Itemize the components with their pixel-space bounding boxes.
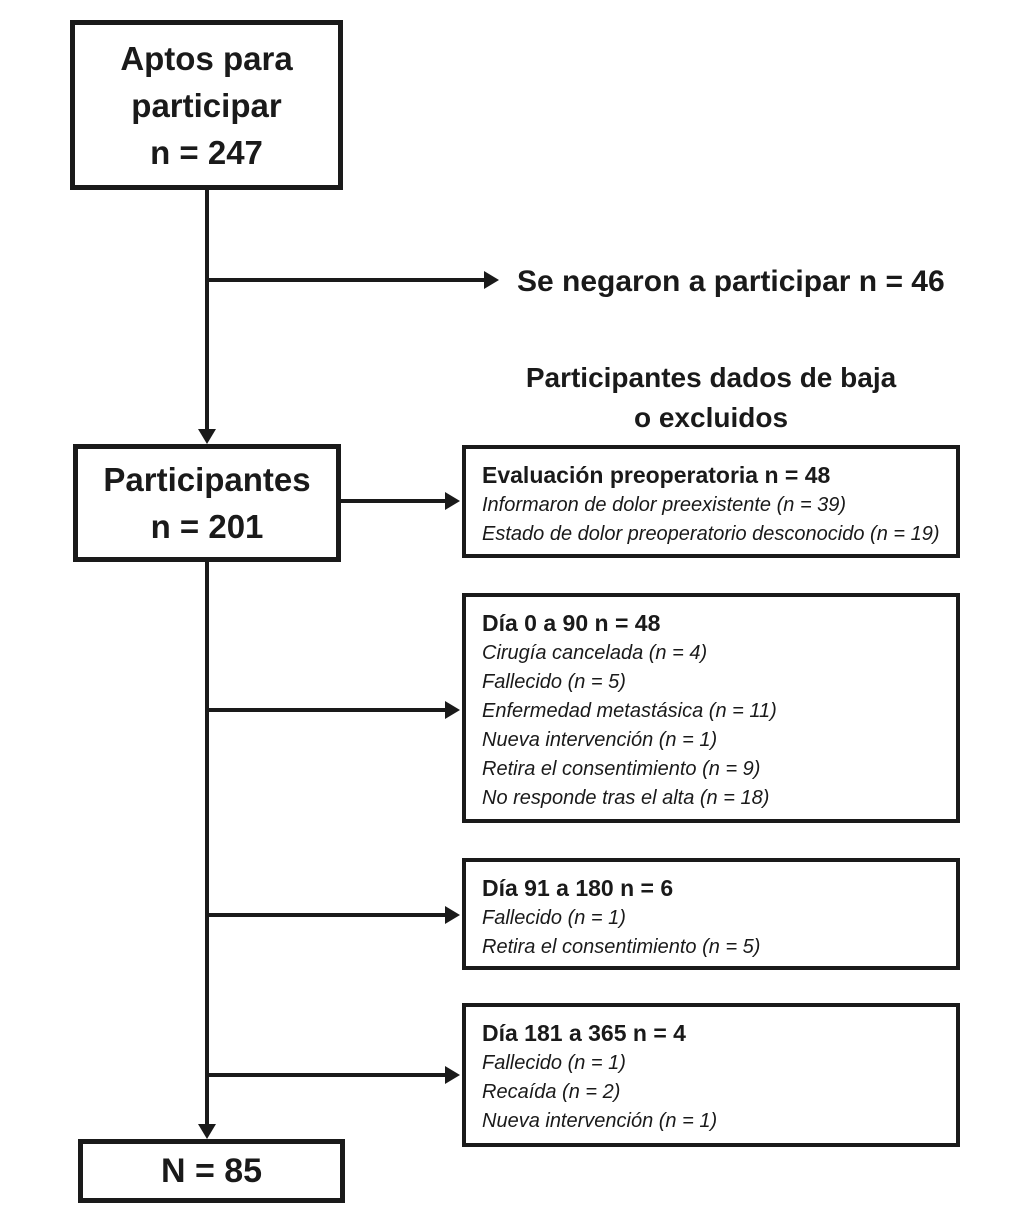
dropout-heading-line-2: o excluidos [633, 402, 789, 433]
eligible-line-2: participar [131, 86, 282, 124]
connector-participants-to-final [205, 562, 209, 1125]
participants-line-1: Participantes [103, 461, 311, 498]
final-count: N = 85 [160, 1151, 263, 1190]
dropout-box-day91-180-reason: Retira el consentimiento (n = 5) [482, 936, 761, 958]
dropout-box-day91-180-title: Día 91 a 180 n = 6 [482, 875, 674, 901]
dropout-heading-line-1: Participantes dados de baja [525, 362, 897, 393]
dropout-box-day91-180-reason: Fallecido (n = 1) [482, 907, 626, 929]
dropout-box-day0-90-reason: Retira el consentimiento (n = 9) [482, 758, 761, 780]
dropout-box-day0-90-reason: Fallecido (n = 5) [482, 671, 626, 693]
connector-refusal [207, 278, 485, 282]
dropout-heading: Participantes dados de baja o excluidos [462, 358, 960, 438]
dropout-box-day0-90-reason: Enfermedad metastásica (n = 11) [482, 700, 777, 722]
connector-top-to-participants [205, 190, 209, 430]
dropout-box-day0-90-reason: No responde tras el alta (n = 18) [482, 787, 770, 809]
connector-to-day91-180 [207, 913, 446, 917]
dropout-box-day91-180: Día 91 a 180 n = 6 Fallecido (n = 1) Ret… [462, 858, 960, 970]
dropout-box-day181-365: Día 181 a 365 n = 4 Fallecido (n = 1) Re… [462, 1003, 960, 1147]
connector-to-preop [341, 499, 446, 503]
arrowhead-right-day91-180-icon [445, 906, 460, 924]
dropout-box-preop-reason: Estado de dolor preoperatorio desconocid… [482, 523, 940, 545]
arrowhead-right-day0-90-icon [445, 701, 460, 719]
dropout-box-preop-title: Evaluación preoperatoria n = 48 [482, 462, 831, 488]
dropout-box-day0-90: Día 0 a 90 n = 48 Cirugía cancelada (n =… [462, 593, 960, 823]
eligible-count: n = 247 [150, 133, 263, 171]
arrowhead-down-final-icon [198, 1124, 216, 1139]
dropout-box-day0-90-title: Día 0 a 90 n = 48 [482, 610, 661, 636]
dropout-box-day181-365-reason: Fallecido (n = 1) [482, 1052, 626, 1074]
eligible-line-1: Aptos para [120, 39, 293, 77]
arrowhead-right-refusal-icon [484, 271, 499, 289]
participants-box: Participantes n = 201 [73, 444, 341, 562]
arrowhead-right-preop-icon [445, 492, 460, 510]
dropout-box-day0-90-reason: Cirugía cancelada (n = 4) [482, 642, 708, 664]
final-count-box: N = 85 [78, 1139, 345, 1203]
connector-to-day0-90 [207, 708, 446, 712]
dropout-box-day0-90-reason: Nueva intervención (n = 1) [482, 729, 718, 751]
connector-to-day181-365 [207, 1073, 446, 1077]
dropout-box-day181-365-reason: Nueva intervención (n = 1) [482, 1110, 718, 1132]
dropout-box-day181-365-reason: Recaída (n = 2) [482, 1081, 621, 1103]
dropout-box-day181-365-title: Día 181 a 365 n = 4 [482, 1020, 686, 1046]
arrowhead-right-day181-365-icon [445, 1066, 460, 1084]
eligible-box: Aptos para participar n = 247 [70, 20, 343, 190]
dropout-box-preop: Evaluación preoperatoria n = 48 Informar… [462, 445, 960, 558]
refusal-label: Se negaron a participar n = 46 [517, 265, 945, 298]
participants-count: n = 201 [150, 508, 264, 545]
arrowhead-down-participants-icon [198, 429, 216, 444]
dropout-box-preop-reason: Informaron de dolor preexistente (n = 39… [482, 494, 847, 516]
